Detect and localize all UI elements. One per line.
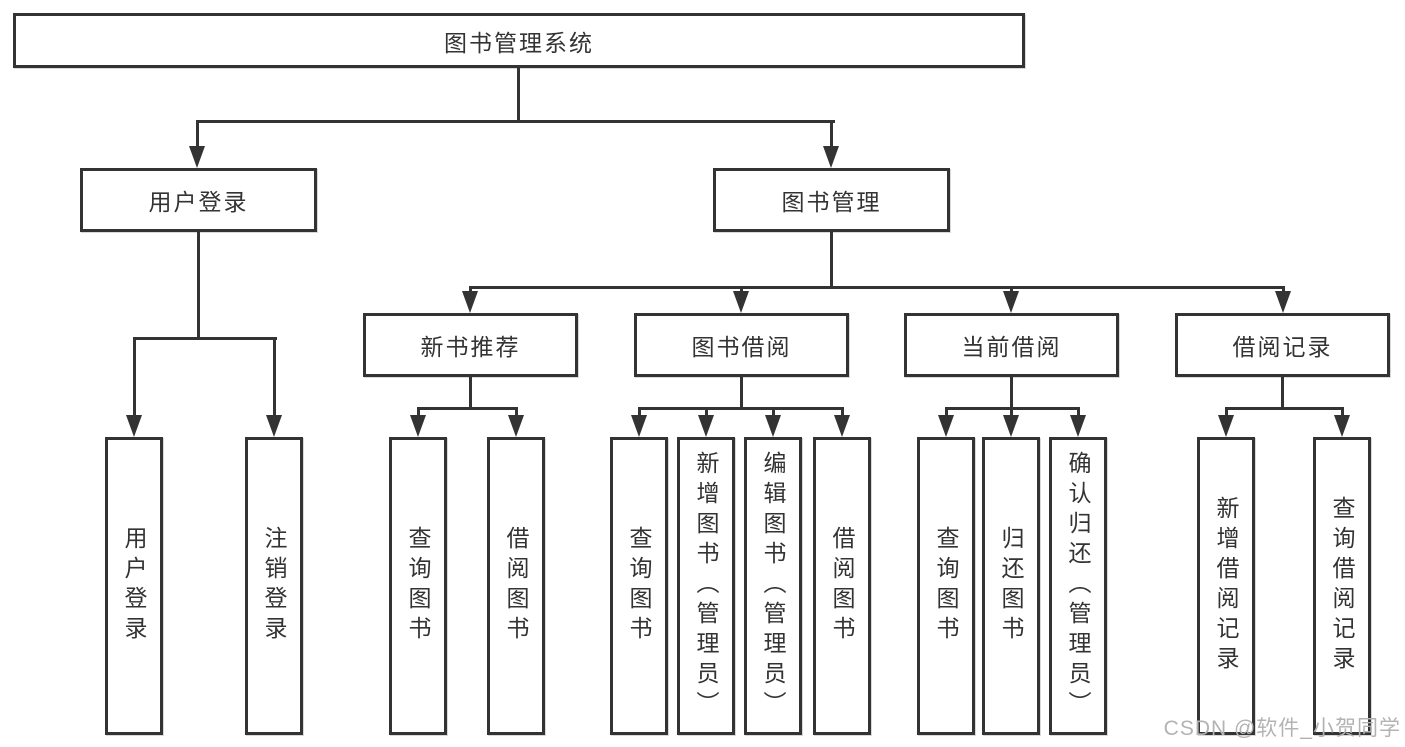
node-library-management-system: 图书管理系统 (13, 13, 1025, 68)
node-new-book-recommendation: 新书推荐 (363, 313, 578, 377)
connector-line (1225, 407, 1228, 417)
leaf-borrow-borrow-books: 借阅图书 (813, 437, 871, 735)
leaf-current-query-books: 查询图书 (917, 437, 975, 735)
connector-line (133, 337, 136, 419)
leaf-recommend-borrow-books: 借阅图书 (487, 437, 545, 735)
watermark: CSDN @软件_小贺同学 (1163, 717, 1401, 740)
connector-line (517, 66, 520, 122)
connector-line (417, 407, 518, 410)
leaf-recommend-query-books: 查询图书 (389, 437, 447, 735)
arrow-down-icon (1218, 415, 1234, 437)
connector-line (273, 337, 276, 419)
arrow-down-icon (410, 415, 426, 437)
leaf-current-return-books: 归还图书 (982, 437, 1040, 735)
connector-line (1077, 407, 1080, 417)
arrow-down-icon (765, 415, 781, 437)
connector-line (1010, 407, 1013, 417)
connector-line (705, 407, 708, 417)
connector-line (1010, 375, 1013, 409)
connector-line (830, 120, 833, 150)
connector-line (196, 120, 835, 123)
leaf-borrow-edit-books-admin: 编辑图书（管理员） (744, 437, 802, 735)
arrow-down-icon (733, 291, 749, 313)
connector-line (945, 407, 948, 417)
arrow-down-icon (698, 415, 714, 437)
arrow-down-icon (1334, 415, 1350, 437)
connector-line (841, 407, 844, 417)
node-book-borrowing: 图书借阅 (634, 313, 849, 377)
arrow-down-icon (834, 415, 850, 437)
arrow-down-icon (462, 291, 478, 313)
connector-line (638, 407, 641, 417)
leaf-borrow-query-books: 查询图书 (610, 437, 668, 735)
node-user-login: 用户登录 (80, 168, 317, 232)
arrow-down-icon (1070, 415, 1086, 437)
connector-line (740, 375, 743, 409)
connector-line (638, 407, 844, 410)
leaf-borrow-add-books-admin: 新增图书（管理员） (677, 437, 735, 735)
connector-line (772, 407, 775, 417)
leaf-records-query-record: 查询借阅记录 (1313, 437, 1371, 735)
arrow-down-icon (508, 415, 524, 437)
connector-line (515, 407, 518, 417)
arrow-down-icon (938, 415, 954, 437)
connector-line (1341, 407, 1344, 417)
connector-line (469, 375, 472, 409)
node-borrowing-records: 借阅记录 (1175, 313, 1390, 377)
connector-line (133, 337, 277, 340)
arrow-down-icon (126, 415, 142, 437)
arrow-down-icon (1003, 291, 1019, 313)
connector-line (1281, 375, 1284, 409)
leaf-logout: 注销登录 (245, 437, 303, 735)
arrow-down-icon (1275, 291, 1291, 313)
connector-line (1225, 407, 1344, 410)
arrow-down-icon (631, 415, 647, 437)
arrow-down-icon (266, 415, 282, 437)
arrow-down-icon (1003, 415, 1019, 437)
leaf-current-confirm-return-admin: 确认归还（管理员） (1049, 437, 1107, 735)
leaf-user-login: 用户登录 (105, 437, 163, 735)
arrow-down-icon (189, 146, 205, 168)
connector-line (196, 120, 199, 150)
connector-line (469, 286, 1285, 289)
connector-line (197, 230, 200, 339)
arrow-down-icon (823, 146, 839, 168)
node-book-management: 图书管理 (713, 168, 950, 232)
connector-line (830, 230, 833, 288)
connector-line (417, 407, 420, 417)
node-current-borrowing: 当前借阅 (904, 313, 1119, 377)
leaf-records-add-record: 新增借阅记录 (1197, 437, 1255, 735)
